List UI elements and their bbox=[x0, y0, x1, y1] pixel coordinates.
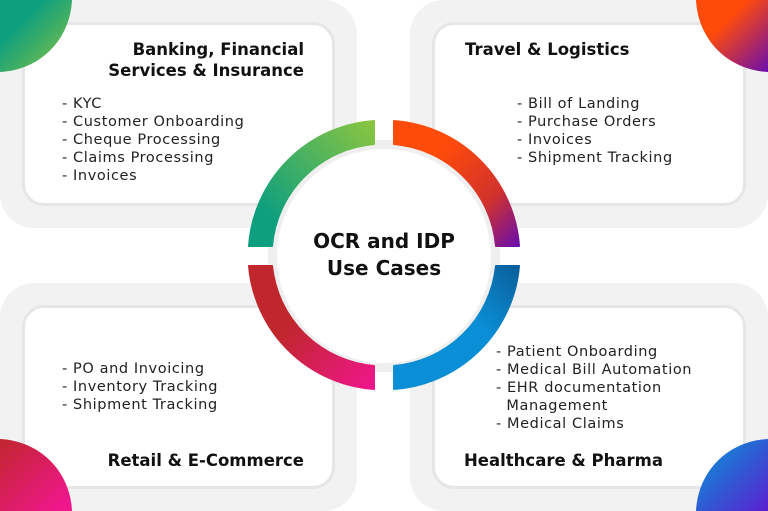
center-circle bbox=[268, 140, 500, 372]
list-item: - Purchase Orders bbox=[517, 114, 657, 130]
list-item: - Shipment Tracking bbox=[517, 150, 673, 166]
list-item: Management bbox=[496, 398, 608, 414]
list-item: - Patient Onboarding bbox=[496, 344, 658, 360]
center-title-line1: OCR and IDP bbox=[313, 229, 455, 253]
travel-use-case-list: - Bill of Landing - Purchase Orders - In… bbox=[517, 95, 673, 167]
list-item: - Inventory Tracking bbox=[62, 379, 219, 395]
bfsi-title-line2: Services & Insurance bbox=[108, 61, 304, 80]
travel-card bbox=[432, 22, 746, 206]
healthcare-use-case-list: - Patient Onboarding - Medical Bill Auto… bbox=[496, 343, 692, 433]
list-item: - Customer Onboarding bbox=[62, 114, 245, 130]
list-item: - Medical Claims bbox=[496, 416, 625, 432]
list-item: - Shipment Tracking bbox=[62, 397, 218, 413]
healthcare-title-line1: Healthcare & Pharma bbox=[464, 451, 663, 470]
travel-title-line1: Travel & Logistics bbox=[465, 40, 630, 59]
list-item: - EHR documentation bbox=[496, 380, 662, 396]
list-item: - Medical Bill Automation bbox=[496, 362, 693, 378]
list-item: - Invoices bbox=[62, 168, 138, 184]
retail-leaf-icon bbox=[0, 439, 72, 511]
list-item: - PO and Invoicing bbox=[62, 361, 205, 377]
list-item: - Claims Processing bbox=[62, 150, 215, 166]
travel-title: Travel & Logistics bbox=[465, 39, 629, 60]
list-item: - Cheque Processing bbox=[62, 132, 221, 148]
retail-title: Retail & E-Commerce bbox=[108, 450, 304, 471]
retail-title-line1: Retail & E-Commerce bbox=[107, 451, 304, 470]
list-item: - Invoices bbox=[517, 132, 593, 148]
travel-leaf-icon bbox=[696, 0, 768, 72]
bfsi-leaf-icon bbox=[0, 0, 72, 72]
list-item: - Bill of Landing bbox=[517, 96, 641, 112]
retail-use-case-list: - PO and Invoicing - Inventory Tracking … bbox=[62, 360, 218, 414]
center-title: OCR and IDP Use Cases bbox=[268, 228, 500, 282]
bfsi-title: Banking, Financial Services & Insurance bbox=[108, 39, 304, 81]
list-item: - KYC bbox=[62, 96, 103, 112]
center-title-line2: Use Cases bbox=[326, 256, 442, 280]
bfsi-use-case-list: - KYC - Customer Onboarding - Cheque Pro… bbox=[62, 95, 244, 185]
bfsi-title-line1: Banking, Financial bbox=[132, 40, 304, 59]
healthcare-leaf-icon bbox=[696, 439, 768, 511]
healthcare-title: Healthcare & Pharma bbox=[464, 450, 663, 471]
